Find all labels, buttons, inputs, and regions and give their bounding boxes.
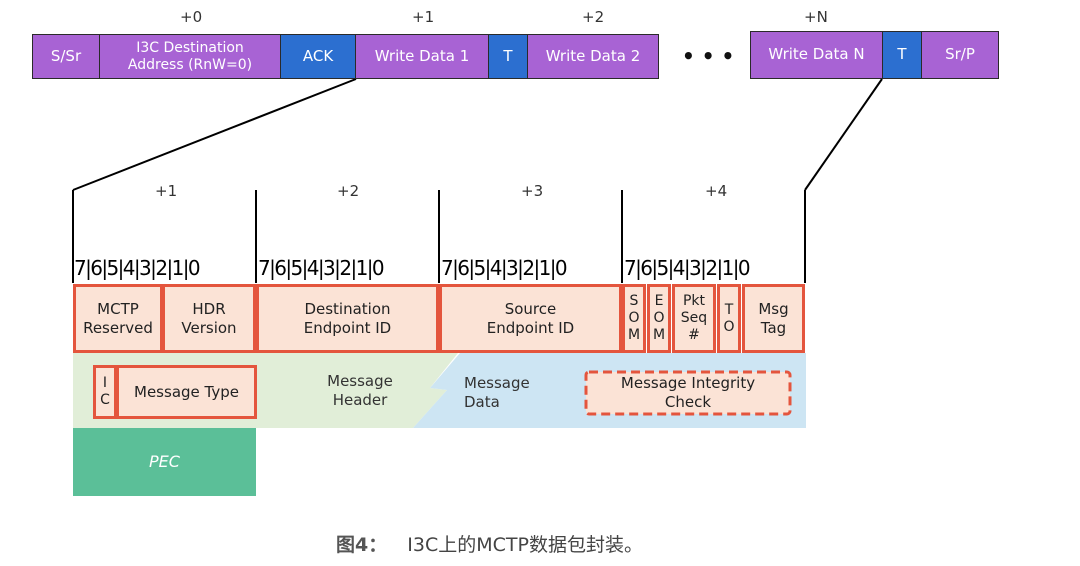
top-offset-0: +0 <box>180 8 203 26</box>
field-source-endpoint-id: Source Endpoint ID <box>439 284 622 353</box>
field-ic: I C <box>93 365 117 419</box>
pec-block <box>73 428 256 496</box>
caption-text: I3C上的MCTP数据包封装。 <box>407 534 643 556</box>
bit-numbers-byte-2: 7|6|5|4|3|2|1|0 <box>258 256 385 280</box>
seg-t-1: T <box>488 34 528 79</box>
connector-right <box>804 78 883 191</box>
bit-numbers-byte-1: 7|6|5|4|3|2|1|0 <box>74 256 201 280</box>
field-pkt-seq: Pkt Seq # <box>672 284 716 353</box>
mic-label: Message Integrity Check <box>620 374 756 411</box>
seg-t-2: T <box>882 31 922 79</box>
top-offset-n: +N <box>804 8 828 26</box>
seg-ellipsis: • • • <box>682 44 735 68</box>
seg-write-data-1: Write Data 1 <box>355 34 489 79</box>
seg-i3c-dest: I3C Destination Address (RnW=0) <box>99 34 281 79</box>
field-destination-endpoint-id: Destination Endpoint ID <box>256 284 439 353</box>
pec-label: PEC <box>149 452 180 471</box>
mic-box <box>584 370 792 416</box>
caption-label: 图4： <box>336 534 388 556</box>
byte-offset-3: +3 <box>521 182 544 200</box>
field-message-type: Message Type <box>116 365 257 419</box>
field-to: T O <box>717 284 741 353</box>
bit-numbers-byte-3: 7|6|5|4|3|2|1|0 <box>441 256 568 280</box>
seg-ack: ACK <box>280 34 356 79</box>
connector-left <box>72 78 357 191</box>
top-offset-1: +1 <box>412 8 435 26</box>
message-data-label: Message Data <box>464 374 530 411</box>
field-hdr-version: HDR Version <box>162 284 256 353</box>
bit-numbers-byte-4: 7|6|5|4|3|2|1|0 <box>624 256 751 280</box>
seg-s-sr: S/Sr <box>32 34 100 79</box>
byte-offset-4: +4 <box>705 182 728 200</box>
field-eom: E O M <box>647 284 671 353</box>
seg-write-data-n: Write Data N <box>750 31 883 79</box>
figure-caption: 图4： I3C上的MCTP数据包封装。 <box>336 530 643 557</box>
field-mctp-reserved: MCTP Reserved <box>73 284 163 353</box>
seg-sr-p: Sr/P <box>921 31 999 79</box>
top-offset-2: +2 <box>582 8 605 26</box>
byte-offset-1: +1 <box>155 182 178 200</box>
field-som: S O M <box>622 284 646 353</box>
seg-write-data-2: Write Data 2 <box>527 34 659 79</box>
byte-offset-2: +2 <box>337 182 360 200</box>
message-header-label: Message Header <box>327 372 393 409</box>
field-msg-tag: Msg Tag <box>742 284 805 353</box>
